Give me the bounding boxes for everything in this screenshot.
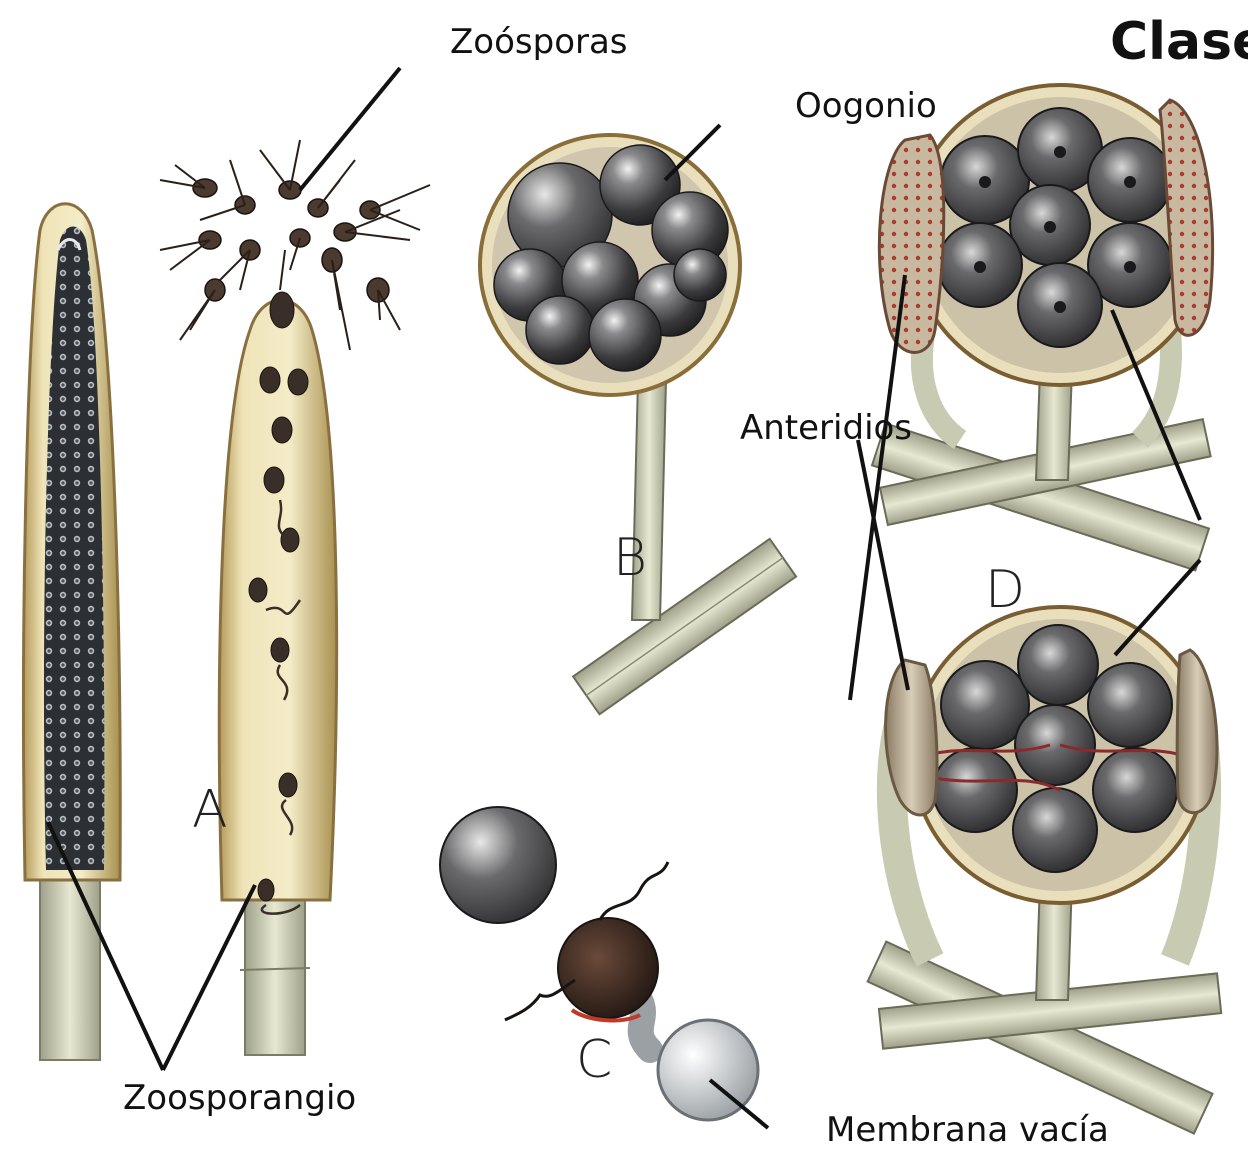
oogonium-d-upper bbox=[872, 85, 1213, 570]
letter-b: B bbox=[613, 528, 647, 588]
oogonium-d-lower bbox=[868, 607, 1222, 1134]
label-zoosporas: Zoósporas bbox=[450, 22, 628, 62]
label-zoosporangio: Zoosporangio bbox=[123, 1078, 356, 1118]
label-membrana-vacia: Membrana vacía bbox=[826, 1110, 1109, 1150]
label-anteridios: Anteridios bbox=[740, 408, 912, 448]
letter-c: C bbox=[576, 1030, 612, 1090]
zoospore-cloud bbox=[193, 179, 389, 302]
sporangium-full bbox=[23, 204, 120, 1060]
sporangium-releasing bbox=[219, 292, 336, 1055]
letter-a: A bbox=[192, 780, 228, 840]
label-oogonio: Oogonio bbox=[795, 86, 937, 126]
page-title: Clase bbox=[1110, 12, 1248, 72]
letter-d: D bbox=[985, 560, 1025, 620]
